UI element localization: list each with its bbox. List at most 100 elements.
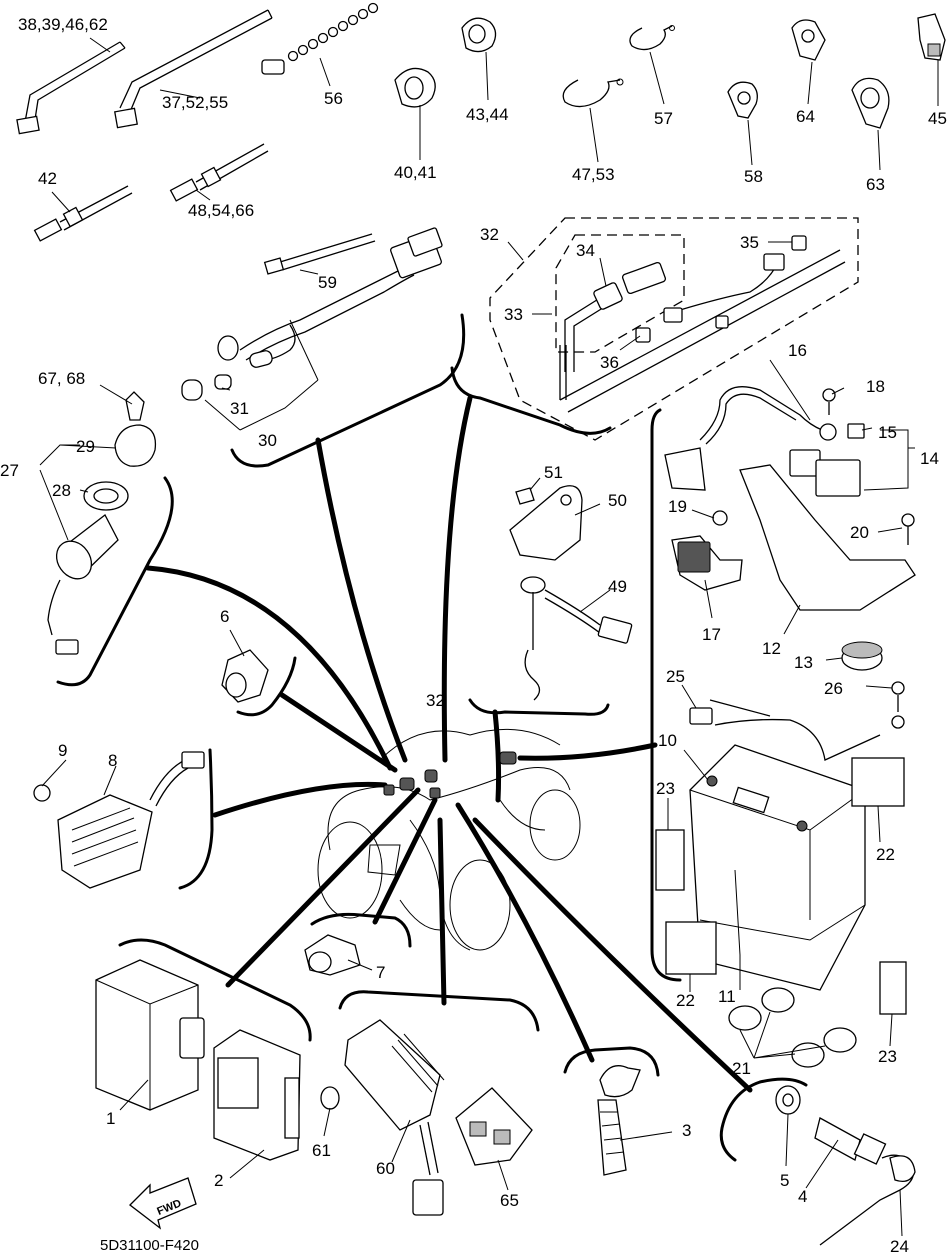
cable-tie-48-icon <box>169 143 269 202</box>
switch-7-icon <box>304 934 361 976</box>
label-42: 42 <box>38 169 57 188</box>
label-4: 4 <box>798 1187 807 1206</box>
label-51: 51 <box>544 463 563 482</box>
connector-65-icon <box>455 1087 533 1166</box>
label-50: 50 <box>608 491 627 510</box>
ignition-coil-60-icon <box>320 1019 445 1216</box>
label-12: 12 <box>762 639 781 658</box>
clamp-64-icon <box>791 19 826 61</box>
label-8: 8 <box>108 751 117 770</box>
label-3: 3 <box>682 1121 691 1140</box>
label-64: 64 <box>796 107 815 126</box>
holder-45-icon <box>917 13 946 61</box>
forward-arrow-icon: FWD <box>129 1177 197 1230</box>
bracket-50-icon <box>509 485 583 561</box>
label-36: 36 <box>600 353 619 372</box>
sub-harness-32-icon <box>559 235 846 413</box>
label-26: 26 <box>824 679 843 698</box>
label-57: 57 <box>654 109 673 128</box>
label-22-right: 22 <box>876 845 895 864</box>
clamp-40-icon <box>394 67 436 108</box>
fuse-caps-21-icon <box>728 987 857 1068</box>
label-9: 9 <box>58 741 67 760</box>
label-61: 61 <box>312 1141 331 1160</box>
label-40-41: 40,41 <box>394 163 437 182</box>
harness-dashed-box <box>489 217 859 441</box>
clip-57-icon <box>629 25 675 51</box>
unit-2-icon <box>213 1029 301 1161</box>
label-20: 20 <box>850 523 869 542</box>
drawing-code: 5D31100-F420 <box>100 1237 199 1254</box>
clamp-63-icon <box>851 77 890 129</box>
label-63: 63 <box>866 175 885 194</box>
cable-tie-42-icon <box>33 185 133 242</box>
label-5: 5 <box>780 1171 789 1190</box>
label-15: 15 <box>878 423 897 442</box>
label-19: 19 <box>668 497 687 516</box>
label-43-44: 43,44 <box>466 105 509 124</box>
cable-tie-37-icon <box>114 9 273 129</box>
battery-11-icon <box>689 681 905 991</box>
label-23-right: 23 <box>878 1047 897 1066</box>
cable-tie-59-icon <box>263 233 376 275</box>
label-33: 33 <box>504 305 523 324</box>
label-1: 1 <box>106 1109 115 1128</box>
label-65: 65 <box>500 1191 519 1210</box>
battery-boots-icon <box>655 757 907 1015</box>
label-27: 27 <box>0 461 19 480</box>
label-59: 59 <box>318 273 337 292</box>
label-38-39-46-62: 38,39,46,62 <box>18 15 108 34</box>
part-labels: 38,39,46,62 37,52,55 56 43,44 40,41 47,5… <box>0 15 947 1256</box>
spark-plug-4-icon <box>775 1085 916 1246</box>
beaded-tie-56-icon <box>261 2 379 75</box>
clip-47-icon <box>562 78 624 108</box>
clamp-43-icon <box>461 17 497 53</box>
label-35: 35 <box>740 233 759 252</box>
cdi-unit-1-icon <box>95 959 205 1111</box>
label-45: 45 <box>928 109 947 128</box>
label-17: 17 <box>702 625 721 644</box>
speed-sensor-6-icon <box>221 649 269 703</box>
group-outlines <box>56 313 808 1162</box>
rectifier-8-icon <box>33 751 205 889</box>
coupler-30-icon <box>181 227 443 401</box>
label-31: 31 <box>230 399 249 418</box>
label-2: 2 <box>214 1171 223 1190</box>
label-28: 28 <box>52 481 71 500</box>
label-14: 14 <box>920 449 939 468</box>
label-13: 13 <box>794 653 813 672</box>
label-25: 25 <box>666 667 685 686</box>
label-29: 29 <box>76 437 95 456</box>
label-48-54-66: 48,54,66 <box>188 201 254 220</box>
label-49: 49 <box>608 577 627 596</box>
label-37-52-55: 37,52,55 <box>162 93 228 112</box>
ignition-switch-icon <box>47 391 157 655</box>
label-32-vehicle: 32 <box>426 691 445 710</box>
label-60: 60 <box>376 1159 395 1178</box>
label-30: 30 <box>258 431 277 450</box>
label-7: 7 <box>376 963 385 982</box>
label-67-68: 67, 68 <box>38 369 85 388</box>
label-22-bottom: 22 <box>676 991 695 1010</box>
label-11: 11 <box>718 987 736 1006</box>
label-21: 21 <box>732 1059 751 1078</box>
clamp-58-icon <box>727 81 758 119</box>
label-56: 56 <box>324 89 343 108</box>
plug-cap-3-icon <box>597 1065 641 1176</box>
label-10: 10 <box>658 731 677 750</box>
sensor-49-icon <box>520 576 633 701</box>
label-23-left: 23 <box>656 779 675 798</box>
label-34: 34 <box>576 241 595 260</box>
label-24: 24 <box>890 1237 909 1256</box>
connector-lines <box>145 395 753 1093</box>
label-16: 16 <box>788 341 807 360</box>
vehicle-silhouette <box>317 728 581 951</box>
label-58: 58 <box>744 167 763 186</box>
relay-bracket-icon <box>664 386 916 671</box>
label-6: 6 <box>220 607 229 626</box>
cable-tie-38-icon <box>16 41 126 135</box>
label-32-harness: 32 <box>480 225 499 244</box>
label-47-53: 47,53 <box>572 165 615 184</box>
label-18: 18 <box>866 377 885 396</box>
